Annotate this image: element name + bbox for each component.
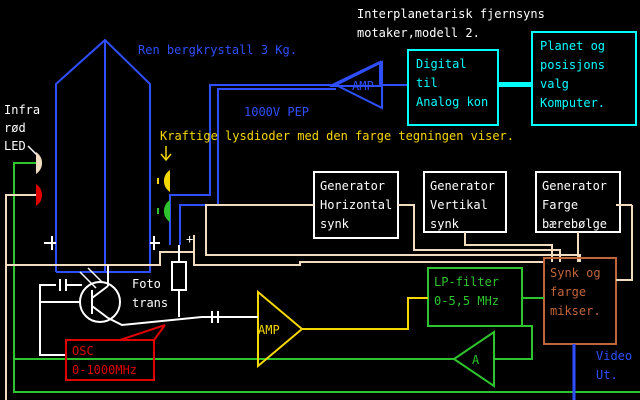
- voltage-label: 1000V PEP: [244, 105, 309, 119]
- oscillator-box: [65, 339, 155, 381]
- infra-red-led: [36, 152, 43, 174]
- gen-color-line-1: Generator: [542, 179, 607, 193]
- small-amplifier-label: A: [472, 353, 480, 367]
- sync-mixer-line-2: farge: [550, 285, 586, 299]
- osc-line-1: OSC: [72, 344, 94, 358]
- planet-box-line-2: posisjons: [540, 58, 605, 72]
- link-digital-planet: [498, 82, 532, 87]
- sync-mixer-box: [543, 257, 617, 345]
- digital-box-line-3: Analog kon: [416, 95, 488, 109]
- infra-led-line-3: LED: [4, 139, 26, 153]
- digital-box-line-2: til: [416, 76, 438, 90]
- wire-beige-left: [5, 194, 36, 400]
- plus-sign: +: [186, 232, 193, 246]
- amplifier-bottom: [257, 289, 304, 369]
- title-line-1: Interplanetarisk fjernsyns: [357, 7, 545, 21]
- gen-vertical-line-2: Vertikal: [430, 198, 488, 212]
- gen-horizontal-line-3: synk: [320, 217, 350, 231]
- lp-filter-line-1: LP-filter: [434, 275, 499, 289]
- photo-trans-line-1: Foto: [132, 277, 161, 291]
- resistor: [171, 261, 187, 291]
- osc-line-2: 0-1000MHz: [72, 363, 137, 377]
- gen-color-line-3: bærebølge: [542, 217, 607, 231]
- amplifier-top-outline: [329, 60, 381, 87]
- crystal-shape: [55, 38, 151, 273]
- gen-horizontal-line-2: Horizontal: [320, 198, 392, 212]
- title-line-2: motaker,modell 2.: [357, 26, 480, 40]
- wire-horizontal-sync: [205, 204, 581, 262]
- green-led: [163, 200, 170, 222]
- photo-transistor: [79, 281, 121, 323]
- wire-vertical-sync: [464, 232, 553, 262]
- video-out-line-1: Video: [596, 349, 632, 363]
- yellow-led: [163, 170, 170, 192]
- gen-color-line-2: Farge: [542, 198, 578, 212]
- planet-box-line-4: Komputer.: [540, 96, 605, 110]
- sync-mixer-line-1: Synk og: [550, 266, 601, 280]
- gen-vertical-line-3: synk: [430, 217, 460, 231]
- digital-analog-box: [407, 49, 499, 126]
- sync-mixer-line-3: mikser.: [550, 304, 601, 318]
- amplifier-bottom-label: AMP: [258, 323, 280, 337]
- crystal-label: Ren bergkrystall 3 Kg.: [138, 43, 297, 57]
- planet-box-line-3: valg: [540, 77, 569, 91]
- gen-vertical-line-1: Generator: [430, 179, 495, 193]
- wire-green-bottom: [13, 162, 640, 393]
- photo-trans-line-2: trans: [132, 296, 168, 310]
- wire-amp-to-lp: [302, 297, 428, 330]
- red-led: [36, 184, 43, 206]
- planet-computer-box: [531, 31, 637, 126]
- lp-filter-line-2: 0-5,5 MHz: [434, 294, 499, 308]
- digital-box-line-1: Digital: [416, 57, 467, 71]
- gen-horizontal-line-1: Generator: [320, 179, 385, 193]
- video-out-line-2: Ut.: [596, 368, 618, 382]
- planet-box-line-1: Planet og: [540, 39, 605, 53]
- amplifier-top-label: AMP: [352, 79, 374, 93]
- led-note: Kraftige lysdioder med den farge tegning…: [160, 129, 514, 143]
- infra-led-line-1: Infra: [4, 103, 40, 117]
- infra-led-line-2: rød: [4, 121, 26, 135]
